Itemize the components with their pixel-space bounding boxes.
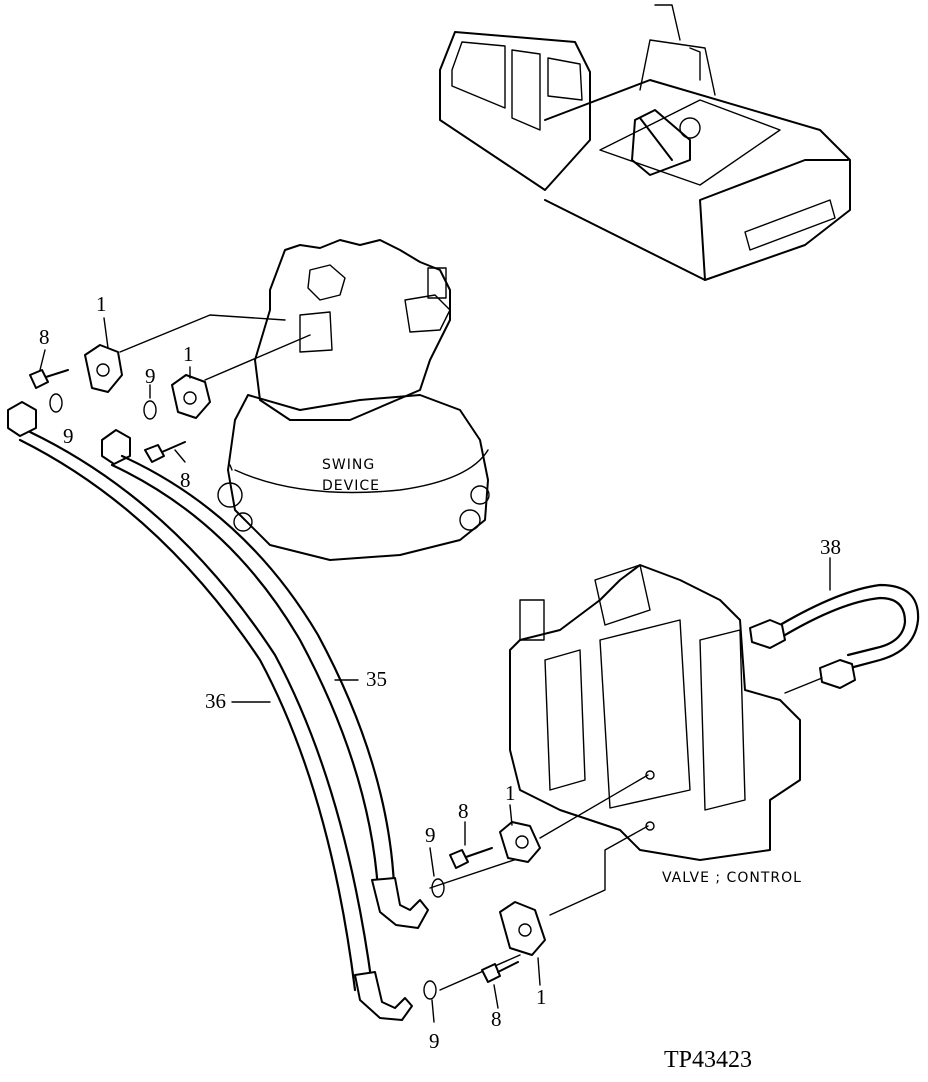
swing-device-label-line2: DEVICE: [322, 478, 380, 494]
o-ring-9d: [423, 980, 437, 1000]
hose-end-fitting-upper-left: [7, 401, 37, 437]
leader-line: [429, 857, 521, 889]
leader-line: [119, 314, 286, 353]
callout-leader: [103, 317, 109, 349]
callout-1-upper-left: 1: [96, 292, 107, 316]
figure-id: TP43423: [664, 1047, 752, 1073]
bolt-8d: [481, 961, 519, 983]
leader-line: [204, 334, 311, 381]
leader-line: [439, 954, 521, 991]
callout-leader: [431, 999, 435, 1023]
hose-36: [18, 430, 374, 992]
callout-leader: [509, 804, 513, 826]
callout-8-lower-lower: 8: [491, 1007, 502, 1031]
bolt-8a: [29, 369, 69, 389]
excavator-locator-illustration: [439, 4, 851, 281]
hose-38: [749, 583, 920, 694]
bolt-8c: [449, 847, 493, 869]
callout-1-lower-upper: 1: [505, 781, 516, 805]
callout-9-lower-upper: 9: [425, 823, 436, 847]
callout-leader: [537, 957, 541, 986]
callout-leader: [429, 847, 435, 877]
leader-line: [549, 825, 649, 916]
hose-end-fitting-lower-36: [354, 971, 413, 1021]
callout-8-lower-upper: 8: [458, 799, 469, 823]
o-ring-9b: [143, 400, 157, 420]
callout-38: 38: [820, 535, 841, 559]
hose-35: [110, 454, 396, 892]
callout-leader: [174, 449, 186, 463]
flange-clamp-1a: [84, 344, 123, 393]
callout-9-lower-lower: 9: [429, 1029, 440, 1053]
callout-1-lower-lower: 1: [536, 985, 547, 1009]
leader-line: [539, 774, 649, 839]
flange-clamp-1b: [171, 374, 211, 419]
callout-leader: [39, 349, 46, 371]
swing-device-illustration: SWING DEVICE: [217, 239, 490, 561]
o-ring-9a: [49, 393, 63, 413]
callout-35: 35: [366, 667, 387, 691]
callout-1-upper-right: 1: [183, 342, 194, 366]
flange-clamp-1c: [499, 821, 541, 863]
swing-device-label-line1: SWING: [322, 457, 375, 473]
control-valve-illustration: VALVE ; CONTROL: [509, 564, 802, 886]
callout-8-upper-right: 8: [180, 468, 191, 492]
callout-8-upper-left: 8: [39, 325, 50, 349]
callout-9-upper-right: 9: [145, 364, 156, 388]
flange-clamp-1d: [499, 901, 546, 956]
callout-36: 36: [205, 689, 226, 713]
bolt-8b: [144, 441, 186, 463]
callout-9-upper-left: 9: [63, 424, 74, 448]
o-ring-9c: [431, 878, 445, 898]
callout-leader: [493, 984, 499, 1009]
hose-end-fitting-lower-35: [371, 877, 429, 929]
control-valve-label: VALVE ; CONTROL: [662, 870, 802, 886]
